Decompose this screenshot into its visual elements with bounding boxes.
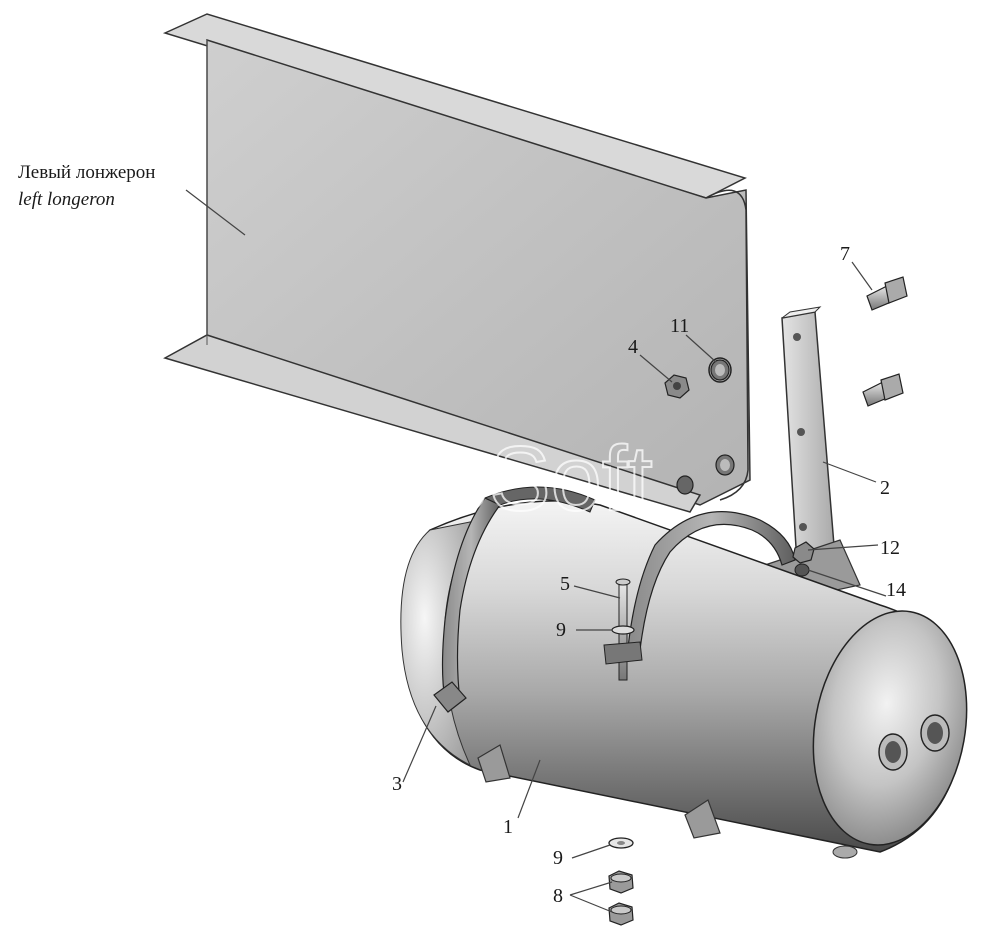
washer-11	[708, 357, 732, 383]
part-14	[794, 563, 810, 577]
leader-lines	[185, 189, 887, 913]
callout-9-upper: 9	[556, 619, 566, 641]
watermark: AutoSoft	[300, 428, 653, 530]
callout-1: 1	[503, 816, 513, 838]
callout-11: 11	[670, 315, 689, 337]
bolt-7-lower	[862, 373, 904, 407]
callout-8: 8	[553, 885, 563, 907]
left-longeron	[162, 13, 751, 513]
bolt-7-upper	[866, 276, 908, 311]
callout-9-lower: 9	[553, 847, 563, 869]
nut-8-lower	[608, 902, 634, 926]
callout-5: 5	[560, 573, 570, 595]
callout-12: 12	[880, 537, 900, 559]
callout-3: 3	[392, 773, 402, 795]
nut-12	[792, 541, 815, 564]
callout-4: 4	[628, 336, 638, 358]
longeron-label-ru: Левый лонжерон	[18, 162, 155, 183]
callout-14: 14	[886, 579, 906, 601]
callout-2: 2	[880, 477, 890, 499]
bolt-5	[603, 578, 643, 681]
callout-7: 7	[840, 243, 850, 265]
nut-8-upper	[608, 870, 634, 894]
strap-3	[433, 486, 596, 713]
washer-9-loose	[608, 837, 634, 849]
longeron-label-en: left longeron	[18, 189, 115, 210]
air-tank-1	[400, 500, 968, 859]
